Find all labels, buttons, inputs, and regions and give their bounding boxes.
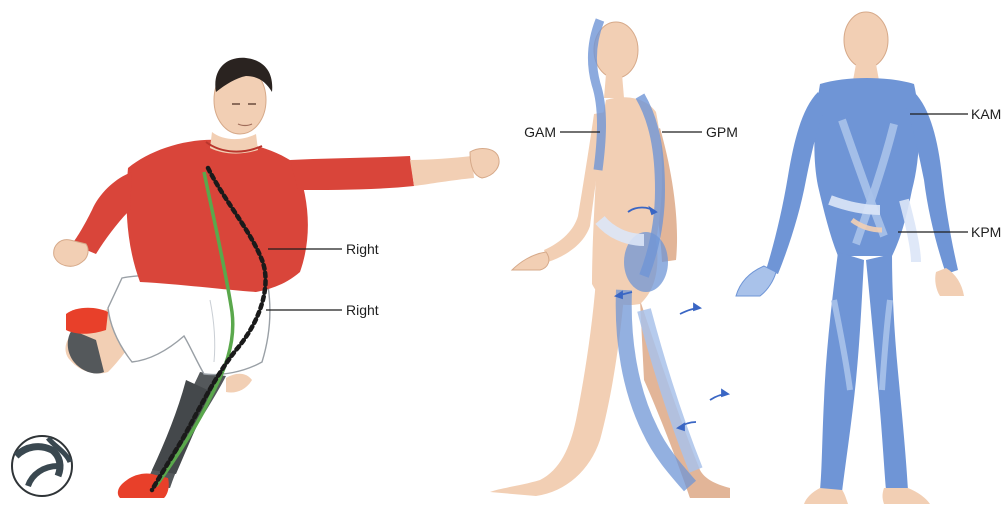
label-right-upper: Right: [346, 241, 379, 257]
label-gam: GAM: [524, 124, 556, 140]
label-right-lower: Right: [346, 302, 379, 318]
label-kam: KAM: [971, 106, 1001, 122]
label-gpm: GPM: [706, 124, 738, 140]
walking-figure-side: [490, 20, 730, 498]
front-figure: [736, 12, 964, 504]
soccer-player-figure: [12, 58, 499, 498]
soccer-ball-icon: [12, 436, 72, 496]
label-kpm: KPM: [971, 224, 1001, 240]
